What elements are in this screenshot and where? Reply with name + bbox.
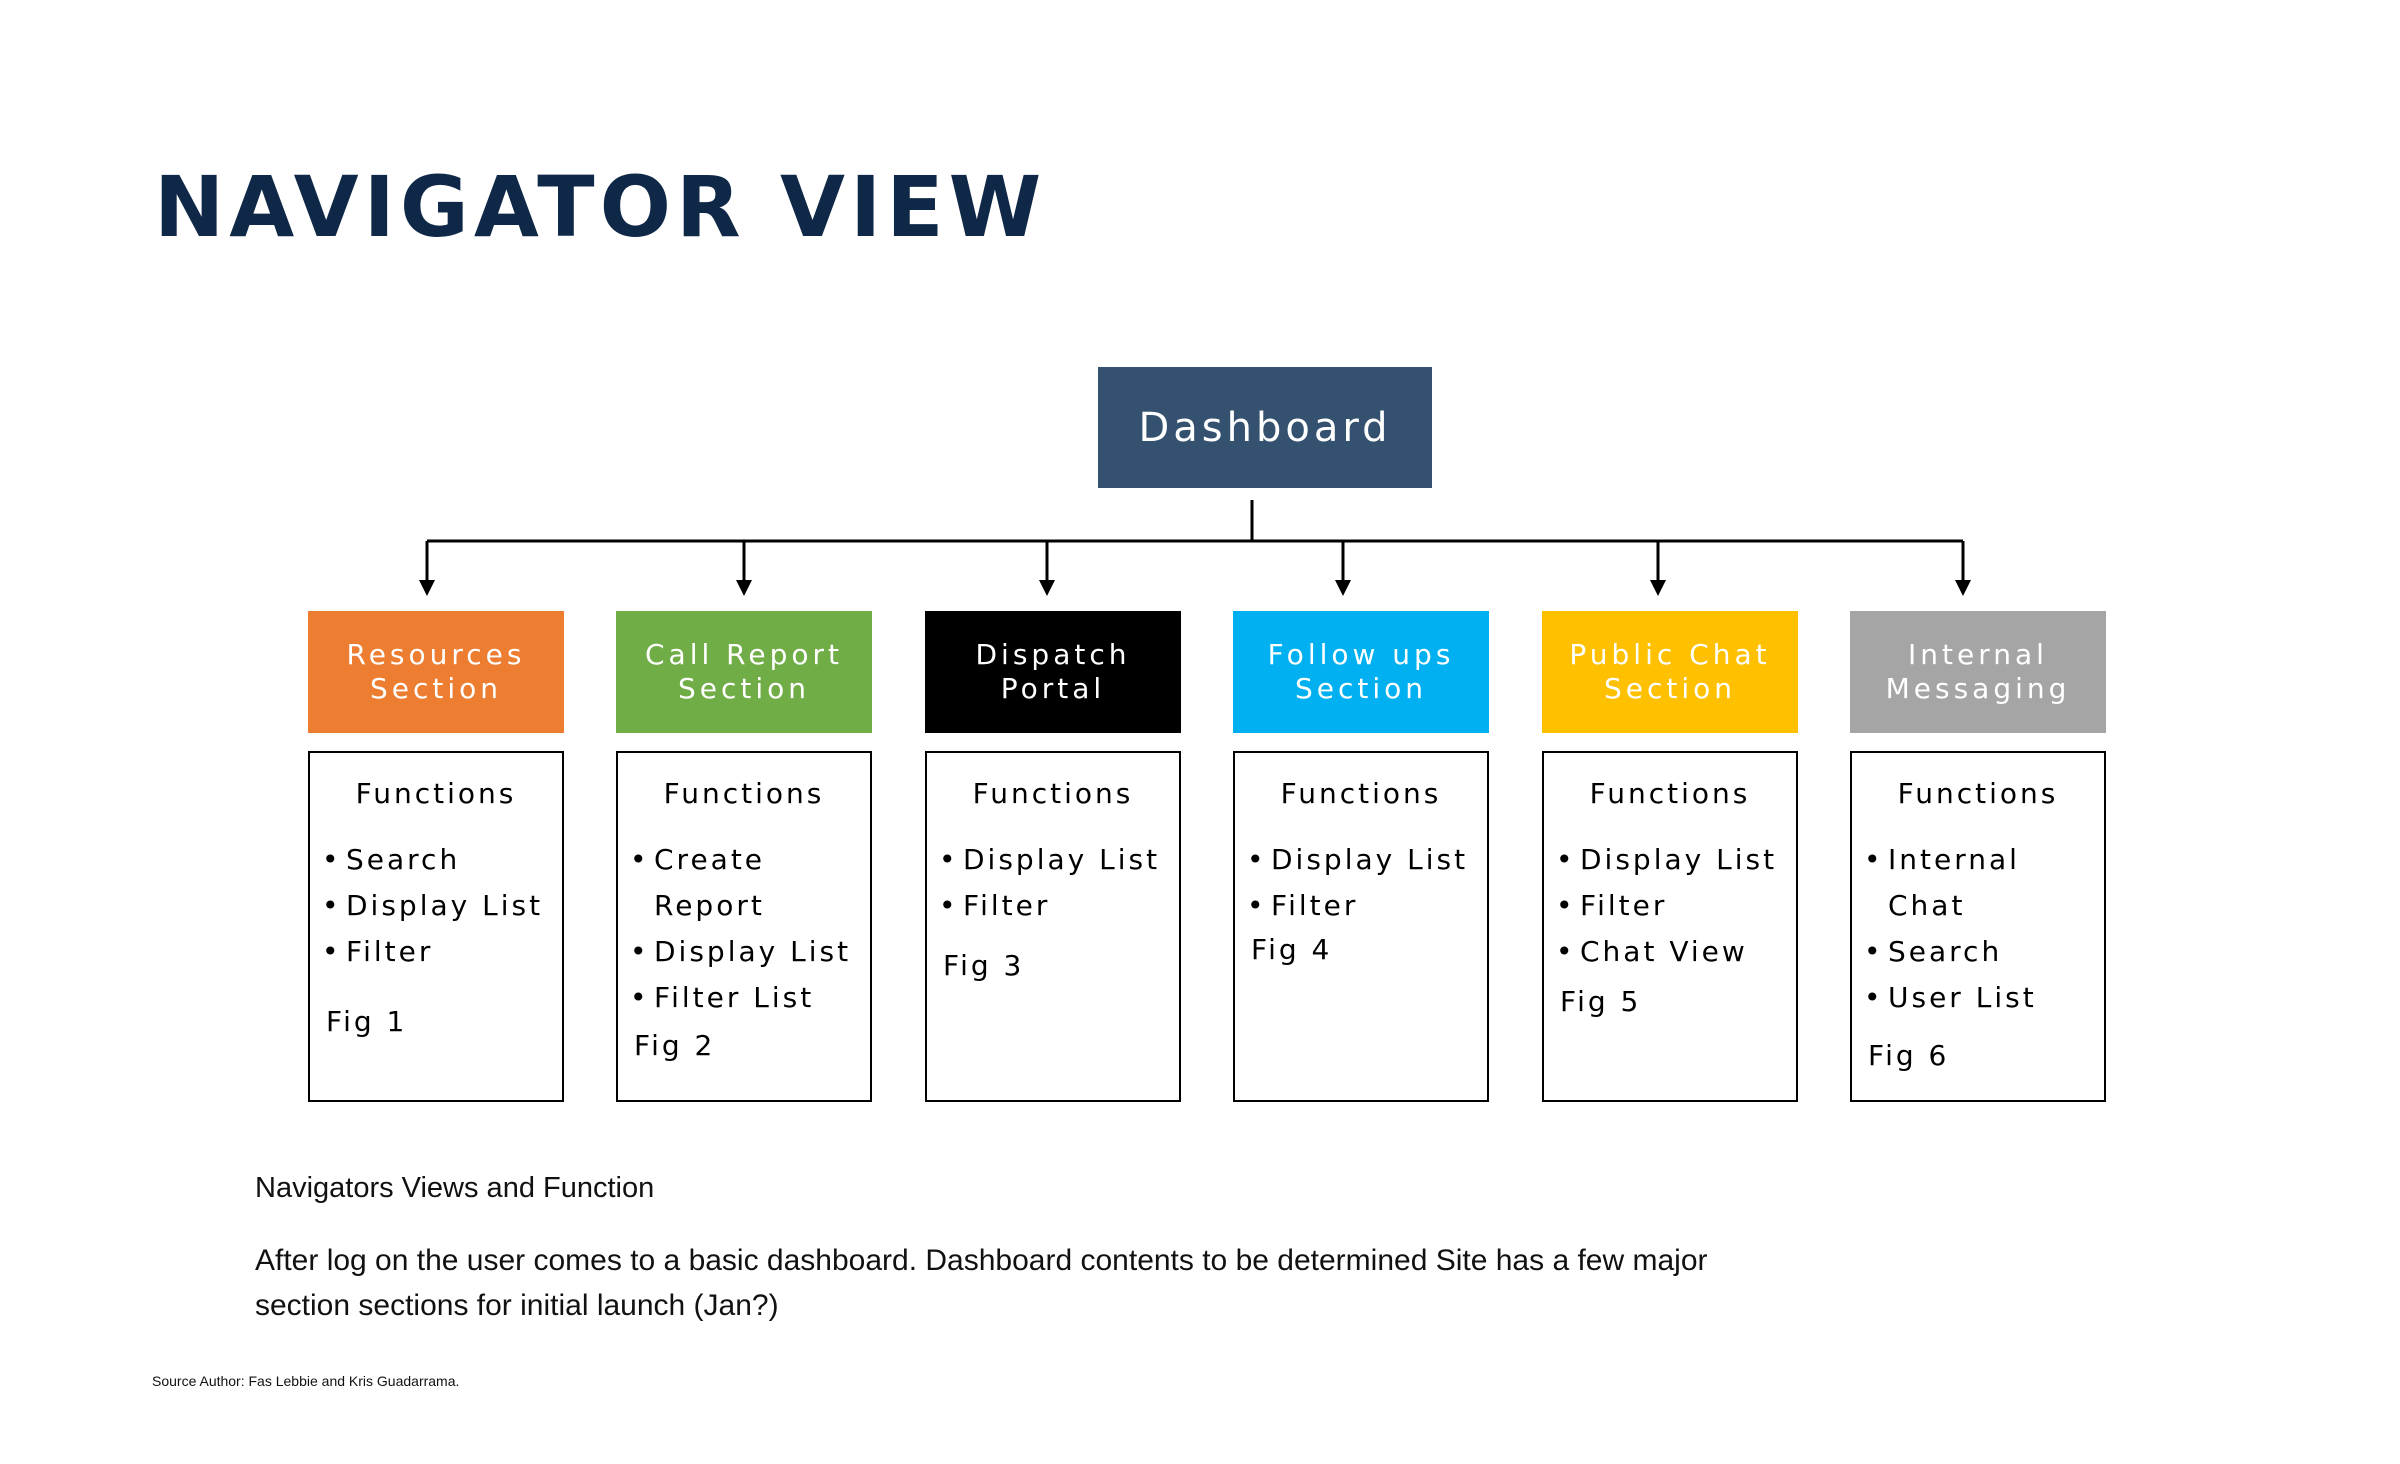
- section-header: Dispatch Portal: [925, 611, 1181, 733]
- functions-box: FunctionsInternal ChatSearchUser ListFig…: [1850, 751, 2106, 1102]
- dashboard-node: Dashboard: [1098, 367, 1432, 488]
- section-header: Follow ups Section: [1233, 611, 1489, 733]
- functions-list: Display ListFilterChat View: [1554, 837, 1794, 975]
- arrowhead: [419, 580, 435, 596]
- functions-title: Functions: [1280, 777, 1442, 810]
- function-item: Display List: [1245, 837, 1485, 883]
- figure-label: Fig 1: [326, 1005, 408, 1038]
- section-header: Public Chat Section: [1542, 611, 1798, 733]
- figure-label: Fig 2: [634, 1029, 716, 1062]
- functions-box: FunctionsDisplay ListFilterFig 4: [1233, 751, 1489, 1102]
- figure-label: Fig 6: [1868, 1039, 1950, 1072]
- function-item: Chat View: [1554, 929, 1794, 975]
- functions-title: Functions: [663, 777, 825, 810]
- functions-list: Display ListFilter: [937, 837, 1177, 929]
- arrowhead: [1039, 580, 1055, 596]
- function-item: Filter: [320, 929, 560, 975]
- function-item: Display List: [937, 837, 1177, 883]
- function-item: Display List: [628, 929, 868, 975]
- function-item: Internal Chat: [1862, 837, 2102, 929]
- figure-label: Fig 5: [1560, 985, 1642, 1018]
- function-item: Display List: [320, 883, 560, 929]
- function-item: Filter List: [628, 975, 868, 1021]
- page-title: NAVIGATOR VIEW: [154, 158, 1047, 256]
- dashboard-label: Dashboard: [1138, 404, 1392, 451]
- source-credit: Source Author: Fas Lebbie and Kris Guada…: [152, 1373, 460, 1389]
- function-item: Create Report: [628, 837, 868, 929]
- arrowhead: [736, 580, 752, 596]
- function-item: Filter: [1554, 883, 1794, 929]
- functions-box: FunctionsCreate ReportDisplay ListFilter…: [616, 751, 872, 1102]
- function-item: Search: [1862, 929, 2102, 975]
- arrowhead: [1335, 580, 1351, 596]
- section-header: Resources Section: [308, 611, 564, 733]
- function-item: User List: [1862, 975, 2102, 1021]
- functions-box: FunctionsDisplay ListFilterFig 3: [925, 751, 1181, 1102]
- arrowhead: [1955, 580, 1971, 596]
- functions-list: Create ReportDisplay ListFilter List: [628, 837, 868, 1021]
- figure-label: Fig 3: [943, 949, 1025, 982]
- functions-title: Functions: [1589, 777, 1751, 810]
- functions-list: SearchDisplay ListFilter: [320, 837, 560, 975]
- function-item: Display List: [1554, 837, 1794, 883]
- figure-label: Fig 4: [1251, 933, 1333, 966]
- functions-box: FunctionsSearchDisplay ListFilterFig 1: [308, 751, 564, 1102]
- functions-title: Functions: [1897, 777, 2059, 810]
- function-item: Filter: [937, 883, 1177, 929]
- section-header: Call Report Section: [616, 611, 872, 733]
- arrowhead: [1650, 580, 1666, 596]
- functions-title: Functions: [355, 777, 517, 810]
- functions-list: Internal ChatSearchUser List: [1862, 837, 2102, 1021]
- function-item: Search: [320, 837, 560, 883]
- diagram-description: After log on the user comes to a basic d…: [255, 1244, 1708, 1322]
- section-header: Internal Messaging: [1850, 611, 2106, 733]
- functions-box: FunctionsDisplay ListFilterChat ViewFig …: [1542, 751, 1798, 1102]
- functions-list: Display ListFilter: [1245, 837, 1485, 929]
- function-item: Filter: [1245, 883, 1485, 929]
- diagram-caption: Navigators Views and Function: [255, 1172, 655, 1204]
- functions-title: Functions: [972, 777, 1134, 810]
